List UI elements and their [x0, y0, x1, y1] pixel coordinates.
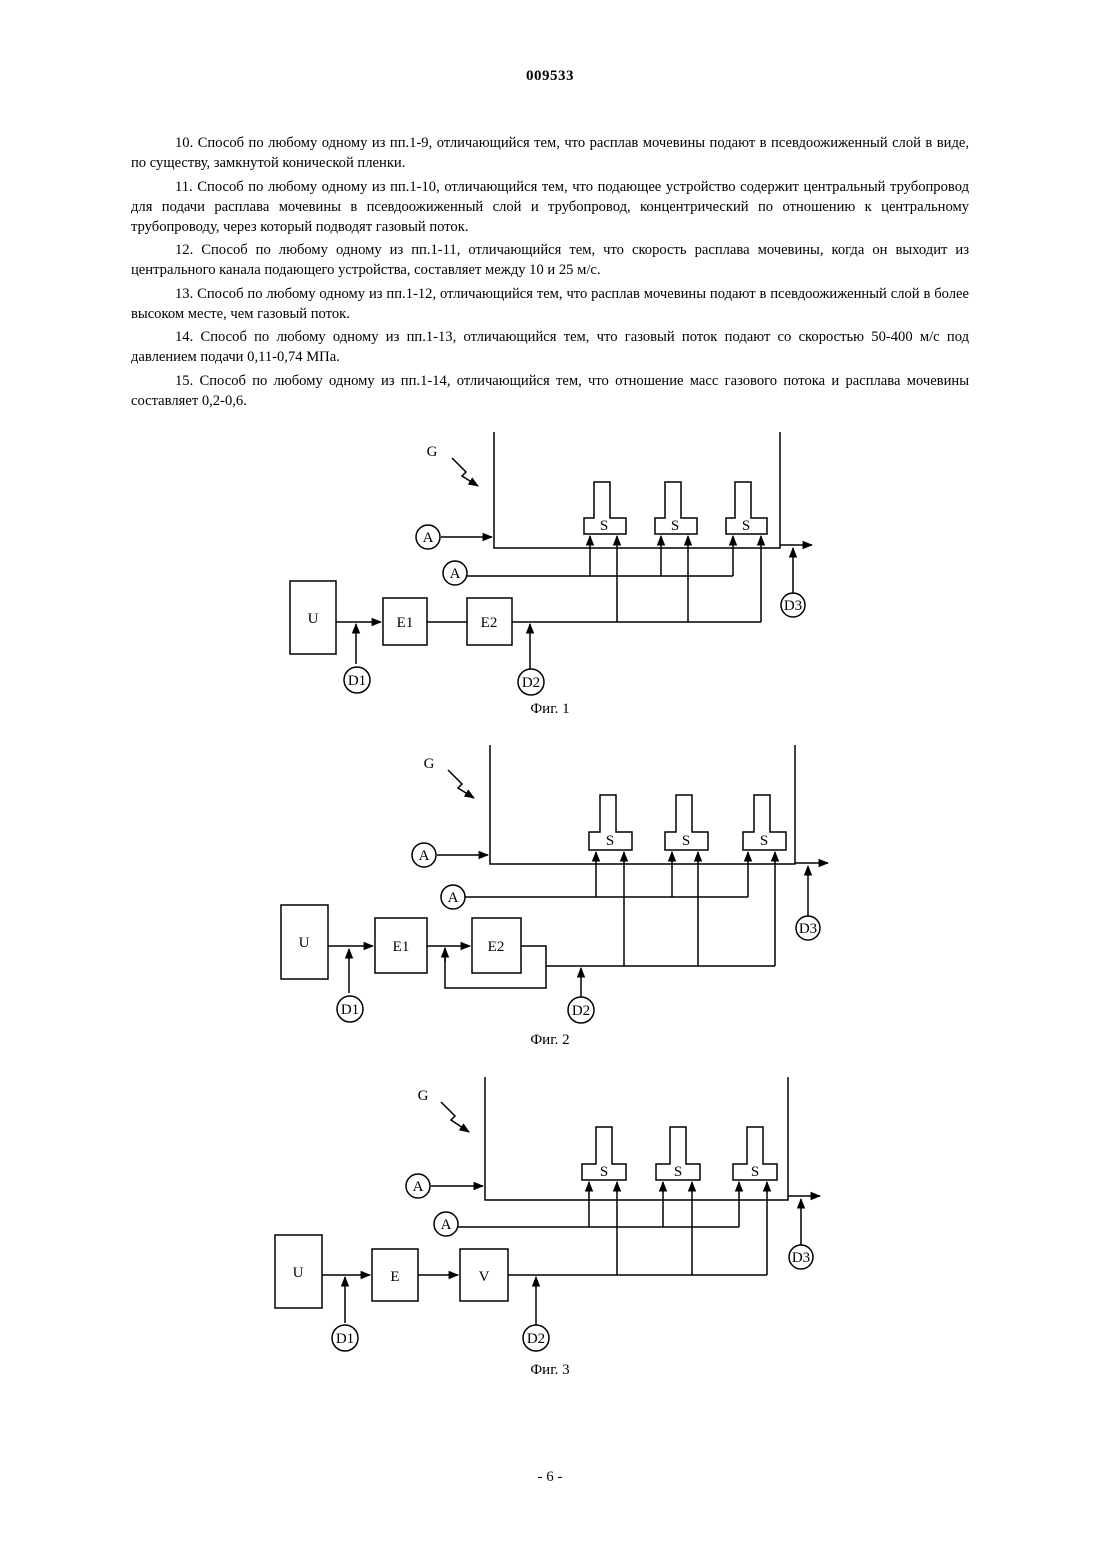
label-d3: D3: [792, 1250, 810, 1266]
label-a-bottom: A: [441, 1217, 452, 1233]
page-number: - 6 -: [0, 1469, 1100, 1486]
g-arrow: [441, 1102, 469, 1132]
label-nozzle-2: S: [674, 1164, 682, 1180]
label-d1: D1: [336, 1331, 354, 1347]
label-e: E: [390, 1269, 399, 1285]
label-nozzle-3: S: [751, 1164, 759, 1180]
label-d2: D2: [527, 1331, 545, 1347]
label-nozzle-1: S: [600, 1164, 608, 1180]
figure-3-diagram: G A A S S S U E V D1 D2 D3: [0, 0, 1100, 1370]
figure-3-caption: Фиг. 3: [0, 1362, 1100, 1379]
label-u: U: [293, 1265, 304, 1281]
label-g: G: [418, 1088, 429, 1104]
fluid-bed-vessel: [485, 1077, 788, 1200]
label-v: V: [479, 1269, 490, 1285]
label-a-top: A: [413, 1179, 424, 1195]
